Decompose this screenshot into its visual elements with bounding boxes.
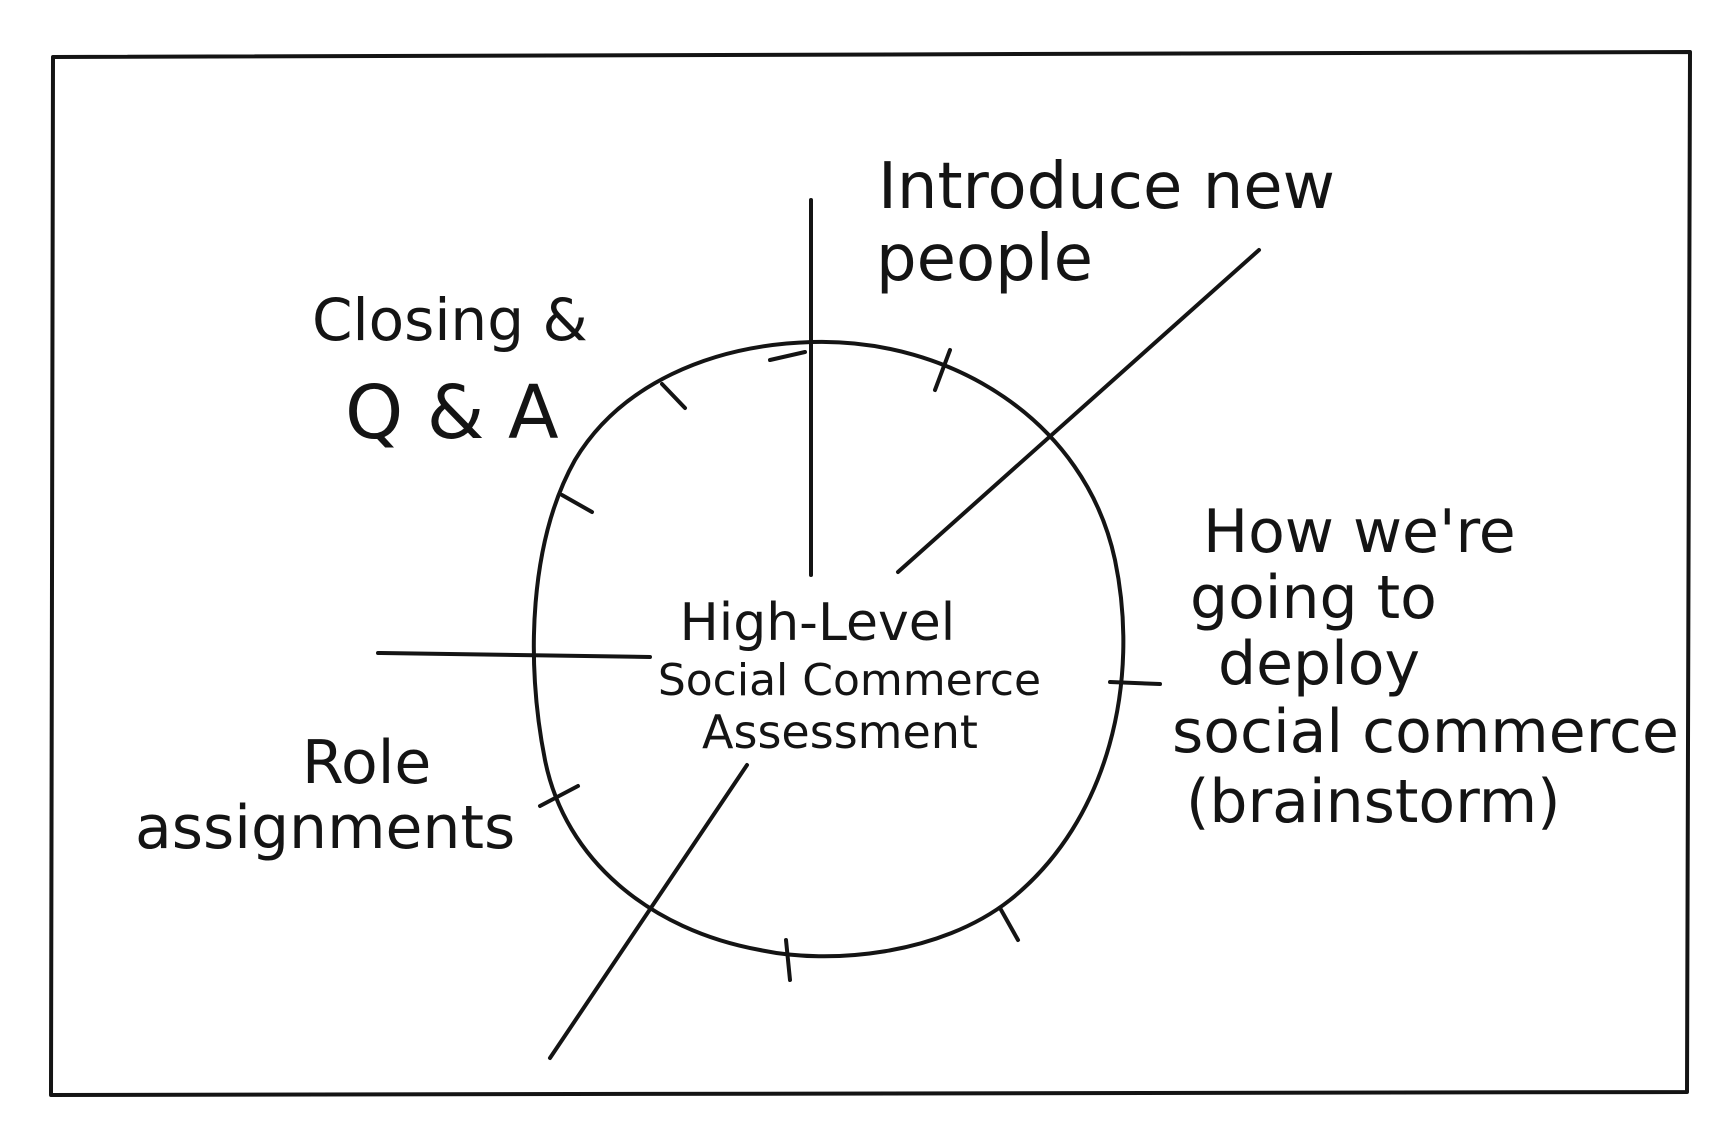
divider-line-lower-left	[548, 763, 749, 1060]
center-label: High-Level Social Commerce Assessment	[658, 593, 1046, 759]
outer-frame	[49, 50, 1692, 1097]
segment-label-line: (brainstorm)	[1186, 767, 1561, 837]
segment-label-introduce: Introduce new people	[876, 150, 1355, 296]
tick-mark	[933, 348, 952, 392]
tick-mark	[560, 493, 594, 514]
tick-mark	[998, 906, 1020, 942]
center-label-line: Assessment	[702, 705, 978, 759]
tick-mark	[768, 350, 807, 362]
segment-label-closing: Closing & Q & A	[312, 286, 606, 456]
tick-mark	[784, 938, 792, 982]
segment-label-line: Closing &	[312, 286, 588, 354]
segment-label-line: people	[876, 222, 1093, 296]
segment-label-line: Q & A	[345, 370, 559, 456]
segment-label-line: assignments	[135, 793, 515, 863]
segment-label-line: Role	[302, 728, 431, 798]
tick-mark	[538, 784, 580, 808]
tick-mark	[660, 382, 687, 410]
segment-label-line: going to	[1190, 563, 1437, 633]
segment-label-line: How we're	[1203, 497, 1516, 567]
center-label-line: Social Commerce	[658, 655, 1041, 706]
segment-label-roles: Role assignments	[135, 728, 515, 863]
tick-mark	[1108, 680, 1162, 686]
agenda-circle	[531, 339, 1126, 959]
divider-line-left	[376, 651, 652, 659]
segment-label-line: social commerce	[1172, 697, 1679, 767]
segment-label-line: deploy	[1218, 629, 1420, 699]
divider-line-upper-right	[896, 248, 1261, 574]
center-label-line: High-Level	[680, 593, 956, 653]
segment-label-line: Introduce new	[878, 150, 1335, 224]
segment-label-deploy: How we're going to deploy social commerc…	[1172, 497, 1698, 837]
